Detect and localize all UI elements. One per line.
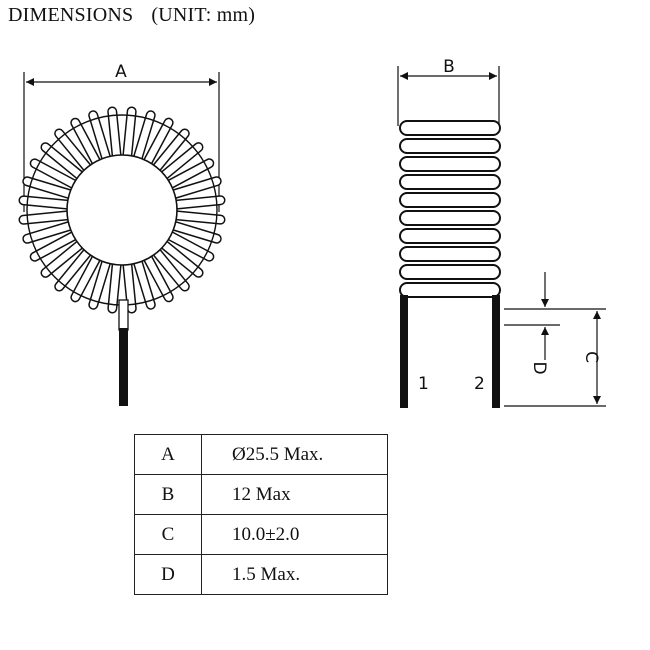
winding-turn	[141, 249, 174, 303]
side-lead-2	[492, 308, 500, 408]
table-key: B	[134, 474, 202, 515]
table-value: Ø25.5 Max.	[201, 434, 388, 475]
winding-loop	[399, 264, 501, 280]
inductor-side-view: B 1 2 D C	[397, 57, 606, 408]
winding-turn	[18, 195, 77, 211]
winding-turn	[149, 244, 190, 292]
winding-turn	[131, 253, 156, 310]
dim-a-label: A	[115, 62, 127, 82]
table-row: A Ø25.5 Max.	[134, 434, 388, 475]
page-title: DIMENSIONS (UNIT: mm)	[8, 4, 255, 27]
table-key: A	[134, 434, 202, 475]
winding-loop	[399, 282, 501, 298]
winding-loop	[399, 174, 501, 190]
dim-b-label: B	[443, 57, 455, 77]
toroid-windings	[18, 106, 226, 314]
winding-turn	[161, 158, 215, 191]
dim-c-label: C	[581, 351, 601, 363]
table-key: D	[134, 554, 202, 595]
winding-turn	[156, 237, 204, 278]
winding-turn	[40, 237, 88, 278]
winding-turn	[40, 142, 88, 183]
winding-turn	[165, 176, 222, 201]
winding-turn	[167, 195, 226, 210]
winding-turn	[122, 255, 137, 314]
winding-turn	[29, 229, 83, 262]
winding-turn	[22, 176, 79, 201]
winding-turn	[156, 142, 204, 183]
winding-turn	[141, 117, 174, 171]
winding-turn	[107, 106, 122, 165]
winding-loop	[399, 156, 501, 172]
toroid-inner-hole	[66, 154, 178, 266]
winding-turn	[121, 106, 137, 165]
table-row: C 10.0±2.0	[134, 514, 388, 555]
winding-turn	[167, 209, 226, 225]
side-windings	[399, 120, 501, 310]
winding-turn	[165, 219, 222, 244]
winding-turn	[22, 219, 79, 244]
toroid-front-view: A	[18, 62, 226, 406]
winding-turn	[70, 249, 103, 303]
winding-turn	[131, 110, 156, 167]
winding-loop	[399, 228, 501, 244]
winding-turn	[29, 158, 83, 191]
winding-turn	[88, 110, 113, 167]
table-value: 1.5 Max.	[201, 554, 388, 595]
front-lead-insulated	[119, 328, 128, 406]
winding-turn	[88, 253, 113, 310]
winding-turn	[54, 244, 95, 292]
title-text: DIMENSIONS	[8, 4, 134, 26]
winding-turn	[107, 255, 123, 314]
side-lead-1	[400, 308, 408, 408]
winding-turn	[161, 229, 215, 262]
table-value: 10.0±2.0	[201, 514, 388, 555]
dim-d-label: D	[529, 361, 549, 374]
winding-loop	[399, 138, 501, 154]
table-row: D 1.5 Max.	[134, 554, 388, 595]
winding-loop	[399, 246, 501, 262]
winding-loop	[399, 210, 501, 226]
pin-1-label: 1	[418, 374, 429, 394]
winding-loop	[399, 120, 501, 136]
table-row: B 12 Max	[134, 474, 388, 515]
winding-loop	[399, 192, 501, 208]
table-value: 12 Max	[201, 474, 388, 515]
winding-turn	[18, 210, 77, 225]
table-key: C	[134, 514, 202, 555]
front-lead-bare	[118, 299, 129, 331]
winding-turn	[70, 117, 103, 171]
dimension-table: A Ø25.5 Max. B 12 Max C 10.0±2.0 D 1.5 M…	[134, 434, 388, 595]
title-unit: (UNIT: mm)	[151, 4, 256, 26]
pin-2-label: 2	[474, 374, 485, 394]
winding-turn	[149, 128, 190, 176]
winding-turn	[54, 128, 95, 176]
